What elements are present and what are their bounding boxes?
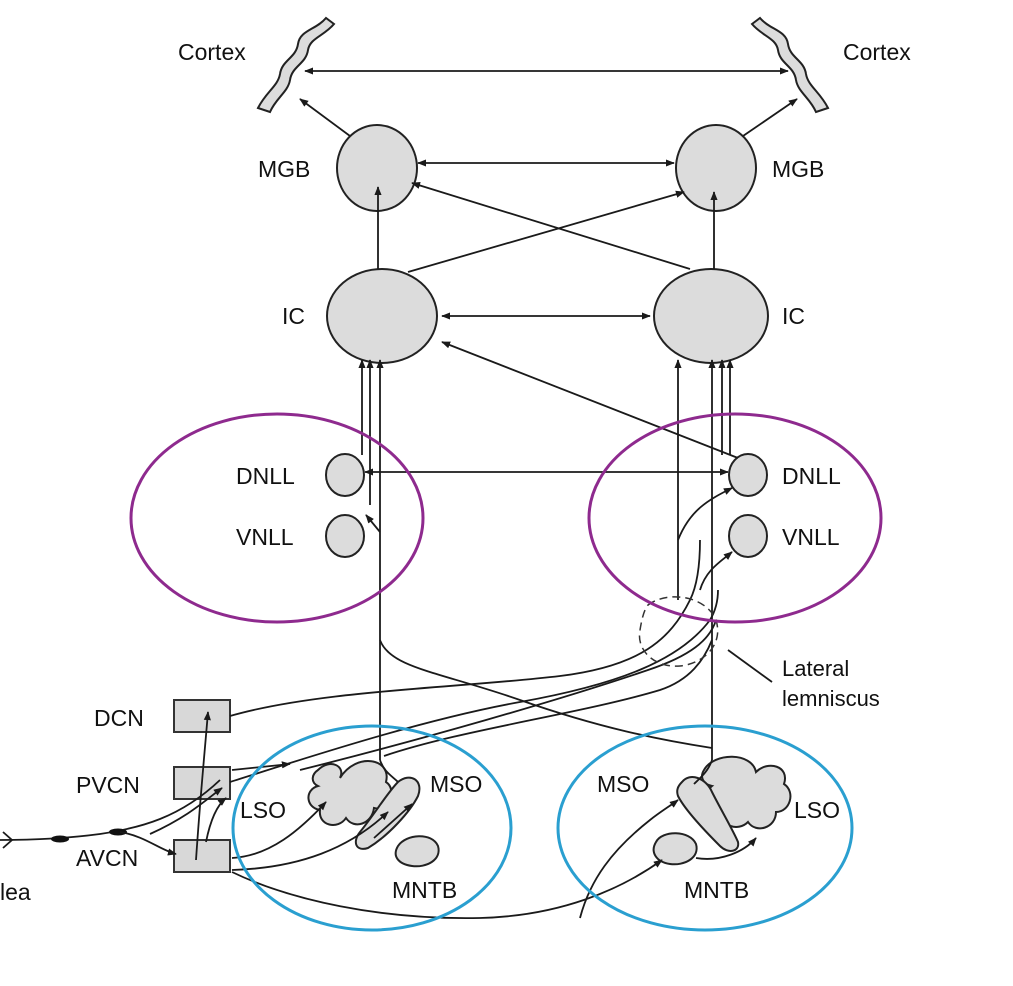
mso-right-nucleus [676, 776, 740, 852]
nerve-to-avcn [119, 831, 177, 856]
mntb-right-nucleus [652, 832, 698, 866]
avcn-to-mso-left [231, 811, 389, 871]
dcn-box [173, 699, 231, 733]
lso-right-label: LSO [794, 797, 840, 823]
left-lemniscus-ring [129, 412, 425, 624]
dcn-label: DCN [94, 705, 144, 731]
pvcn-label: PVCN [76, 772, 140, 798]
cochlear-nerve [0, 779, 221, 841]
right-lso-output [693, 759, 713, 785]
lateral-lemniscus-label-1: Lateral [782, 656, 849, 681]
vnll-right-nucleus [728, 514, 768, 558]
lso-left-label: LSO [240, 797, 286, 823]
mgb-right-label: MGB [772, 156, 824, 182]
spiral-ganglion-cell-1 [51, 835, 69, 843]
ic-right-to-mgb-left [411, 181, 691, 270]
mgb-left-to-cortex [299, 98, 351, 137]
mgb-right-nucleus [675, 124, 757, 212]
avcn-label: AVCN [76, 845, 138, 871]
right-fiber-to-dnll [677, 487, 733, 541]
cochlea-label: lea [0, 879, 31, 905]
mntb-right-label: MNTB [684, 877, 749, 903]
mgb-left-label: MGB [258, 156, 310, 182]
lateral-lemniscus-label-2: lemniscus [782, 686, 880, 711]
ic-left-label: IC [282, 303, 305, 329]
ic-left-nucleus [326, 268, 438, 364]
ic-left-to-mgb-right [407, 190, 685, 273]
lemniscus-bundle [299, 619, 717, 771]
cortex-right-label: Cortex [843, 39, 911, 65]
cortex-left-label: Cortex [178, 39, 246, 65]
cortex-left-shape [256, 16, 336, 114]
cortex-right-shape [750, 16, 830, 114]
ic-right-label: IC [782, 303, 805, 329]
vnll-right-label: VNLL [782, 524, 840, 550]
mgb-right-to-cortex [742, 98, 798, 137]
lateral-lemniscus-pointer [727, 649, 773, 683]
avcn-to-lso-left [231, 801, 327, 859]
mntb-left-nucleus [394, 835, 440, 868]
dnll-left-label: DNLL [236, 463, 295, 489]
nerve-to-dcn [195, 711, 211, 861]
vnll-left-nucleus [325, 514, 365, 558]
ic-right-nucleus [653, 268, 769, 364]
avcn-to-lso-upper [205, 797, 227, 843]
left-to-dnll-branch [365, 514, 381, 533]
dnll-right-label: DNLL [782, 463, 841, 489]
right-fiber-to-vnll [699, 551, 733, 591]
avcn-to-mntb-right [231, 859, 663, 920]
mgb-left-nucleus [336, 124, 418, 212]
dnll-left-nucleus [325, 453, 365, 497]
avcn-box [173, 839, 231, 873]
right-lemniscus-ring [587, 412, 883, 624]
nerve-to-pvcn [149, 787, 223, 835]
spiral-ganglion-cell-2 [109, 828, 127, 836]
mntb-left-label: MNTB [392, 877, 457, 903]
mso-right-label: MSO [597, 771, 649, 797]
vnll-left-label: VNLL [236, 524, 294, 550]
lso-left-nucleus [307, 760, 393, 826]
mso-left-inner-arrow [373, 803, 413, 839]
pvcn-to-right-lemniscus [229, 589, 719, 783]
left-mso-output [379, 759, 399, 783]
dnll-right-to-ic-left [441, 341, 739, 459]
left-superior-olive-ring [231, 724, 513, 932]
mso-left-label: MSO [430, 771, 482, 797]
dnll-right-nucleus [728, 453, 768, 497]
dcn-to-right-lemniscus [229, 539, 701, 717]
crossing-fiber-left-to-right [379, 639, 713, 749]
right-superior-olive-ring [556, 724, 854, 932]
nerve-end-mark [2, 831, 14, 849]
lateral-lemniscus-dashed-outline [638, 596, 719, 667]
mntb-right-to-lso-right [695, 837, 757, 860]
